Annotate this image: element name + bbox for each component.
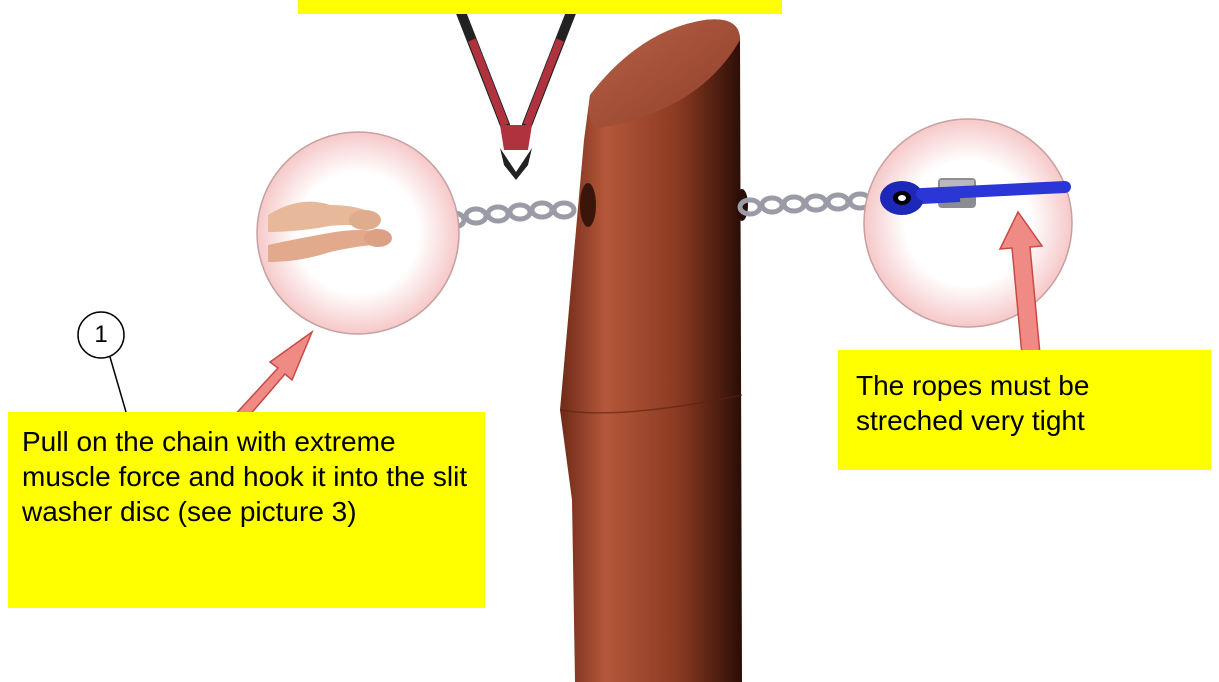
right-instruction-note: The ropes must be streched very tight <box>838 350 1211 470</box>
bolt-cutter-icon <box>460 10 572 180</box>
rope-detail-circle <box>864 119 1072 327</box>
hands-detail-circle <box>257 132 459 334</box>
wooden-post <box>560 19 748 682</box>
callout-number: 1 <box>78 312 124 358</box>
callout-leader-line <box>110 357 126 412</box>
top-note <box>298 0 782 14</box>
left-instruction-note: Pull on the chain with extreme muscle fo… <box>8 412 485 608</box>
